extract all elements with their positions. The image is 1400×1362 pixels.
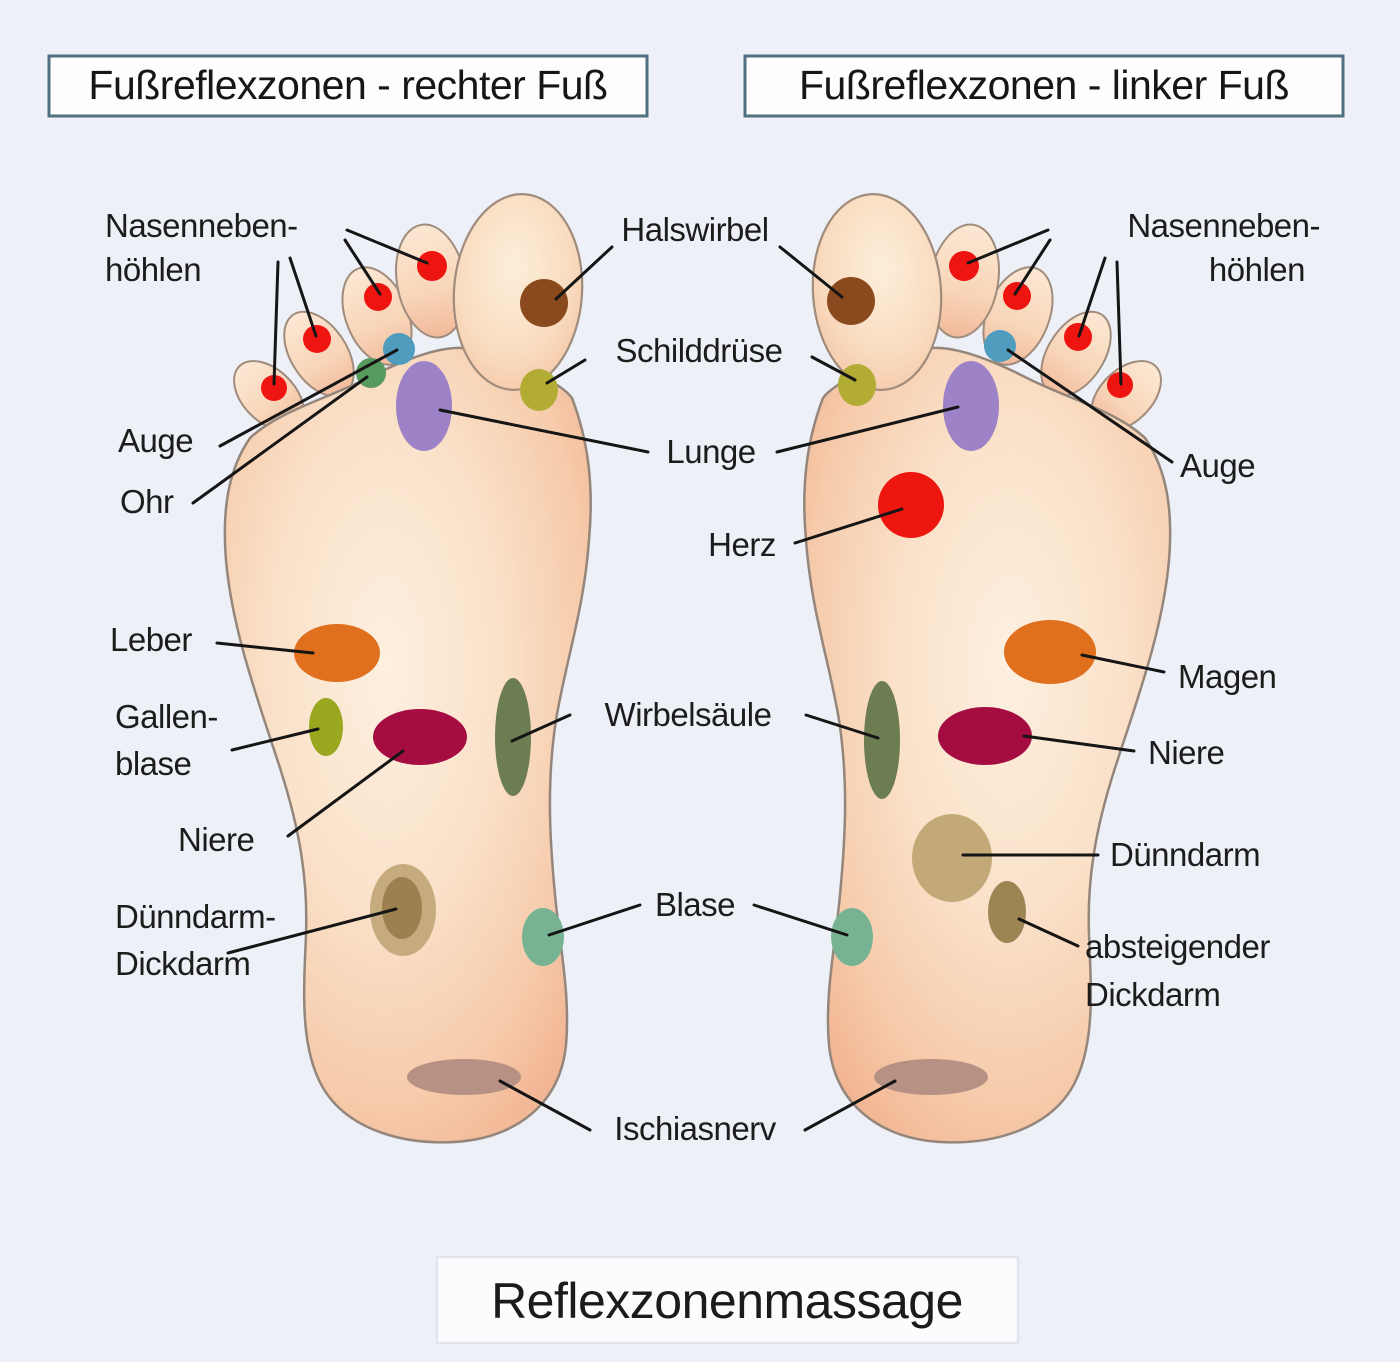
leader-lines-layer: [191, 228, 1174, 1132]
zone-leber-zone: [294, 624, 380, 682]
leader-line-blase-r: [752, 903, 849, 937]
zone-sinus-dot-1: [417, 251, 447, 281]
zone-ischias-zone-r: [407, 1059, 521, 1095]
zone-duenndarm-dickdarm-inner: [382, 877, 422, 939]
zone-sinus-dot-2: [364, 283, 392, 311]
leader-line-halswirbel-l: [554, 245, 614, 301]
leader-line-leber: [215, 641, 315, 655]
leader-line-lunge-l: [438, 408, 650, 454]
zone-schilddruese-zone-l: [838, 364, 876, 406]
leader-line-ohr: [191, 375, 369, 505]
title-right-foot: Fußreflexzonen - rechter Fuß: [88, 62, 607, 108]
leader-line-herz: [793, 507, 904, 545]
zone-niere-zone-l: [938, 707, 1032, 765]
label-gallenblase-line1: Gallen-: [115, 698, 218, 735]
label-gallenblase-line2: blase: [115, 745, 191, 782]
leader-line-sinus-l1: [345, 228, 429, 265]
leader-line-sinus-r2: [1013, 238, 1052, 296]
label-lunge: Lunge: [666, 433, 755, 470]
label-niere-right: Niere: [1148, 734, 1224, 771]
zone-auge-zone-r: [383, 333, 415, 365]
zone-herz-zone: [878, 472, 944, 538]
zone-duenndarm-zone: [912, 814, 992, 902]
leader-line-ischias-l: [498, 1079, 592, 1132]
leader-line-niere-r: [1022, 734, 1136, 753]
zone-wirbelsaeule-zone-r: [495, 678, 531, 796]
leader-line-auge-right: [1006, 348, 1174, 464]
label-niere-left: Niere: [178, 821, 254, 858]
label-ischiasnerv: Ischiasnerv: [614, 1110, 776, 1147]
zone-blase-zone-r: [522, 908, 564, 966]
leader-line-sinus-l4: [272, 260, 280, 386]
zone-blase-zone-l: [831, 908, 873, 966]
zone-wirbelsaeule-zone-l: [864, 681, 900, 799]
bottom-title: Reflexzonenmassage: [491, 1273, 963, 1329]
title-box-right-foot: Fußreflexzonen - rechter Fuß: [47, 54, 649, 118]
label-absteigender-dickdarm-line1: absteigender: [1085, 928, 1270, 965]
zone-halswirbel-zone-l: [827, 277, 875, 325]
zone-halswirbel-zone-r: [520, 279, 568, 327]
zone-schilddruese-zone-r: [520, 369, 558, 411]
leader-line-sinus-l2: [343, 238, 382, 296]
bottom-title-box: Reflexzonenmassage: [435, 1255, 1020, 1345]
leader-line-sinus-r3: [1077, 256, 1107, 338]
label-blase: Blase: [655, 886, 735, 923]
label-magen: Magen: [1178, 658, 1276, 695]
zone-labels-layer: Nasenneben-höhlenAugeOhrLeberGallen-blas…: [105, 207, 1321, 1147]
leader-line-sinus-r4: [1115, 260, 1123, 386]
label-nasennebenhoehlen-left-line1: Nasenneben-: [105, 207, 298, 244]
label-auge-right: Auge: [1180, 447, 1255, 484]
leader-line-magen: [1080, 653, 1166, 674]
leader-line-gallenblase: [230, 727, 320, 752]
label-absteigender-dickdarm-line2: Dickdarm: [1085, 976, 1220, 1013]
zone-niere-zone-r: [373, 709, 467, 765]
zone-absteigender-dickdarm-zone: [988, 881, 1026, 943]
zone-auge-zone-l: [984, 330, 1016, 362]
leader-line-lunge-r: [775, 405, 960, 454]
label-nasennebenhoehlen-right-line2: höhlen: [1209, 251, 1305, 288]
label-duenndarm-dickdarm-line2: Dickdarm: [115, 945, 250, 982]
label-nasennebenhoehlen-right-line1: Nasenneben-: [1127, 207, 1320, 244]
label-wirbelsaeule: Wirbelsäule: [605, 696, 772, 733]
leader-line-auge-left: [218, 348, 399, 448]
leader-line-sinus-l3: [288, 256, 318, 338]
leader-line-wirbelsaeule-l: [510, 713, 572, 743]
leader-line-schilddruese-r: [810, 355, 857, 382]
leader-line-wirbelsaeule-r: [804, 713, 880, 740]
zone-ischias-zone-l: [874, 1059, 988, 1095]
reflex-zones-layer: [261, 251, 1133, 1095]
label-duenndarm-right: Dünndarm: [1110, 836, 1260, 873]
zone-lunge-zone-r: [396, 361, 452, 451]
title-left-foot: Fußreflexzonen - linker Fuß: [799, 62, 1289, 108]
leader-line-ischias-r: [803, 1079, 897, 1132]
zone-gallenblase-zone: [309, 698, 343, 756]
leader-line-niere-l: [286, 749, 405, 838]
leader-line-absteigender: [1017, 917, 1080, 948]
label-ohr-left: Ohr: [120, 483, 174, 520]
label-auge-left: Auge: [118, 422, 193, 459]
label-herz: Herz: [708, 526, 776, 563]
zone-sinus-dot-5: [949, 251, 979, 281]
label-schilddruese: Schilddrüse: [616, 332, 783, 369]
zone-magen-zone: [1004, 620, 1096, 684]
leader-line-schilddruese-l: [545, 358, 587, 385]
zone-lunge-zone-l: [943, 361, 999, 451]
leader-line-halswirbel-r: [778, 245, 844, 299]
zone-sinus-dot-6: [1003, 282, 1031, 310]
label-duenndarm-dickdarm-line1: Dünndarm-: [115, 898, 276, 935]
leader-line-sinus-r1: [966, 228, 1050, 265]
leader-line-duenndarm-dickdarm: [226, 907, 398, 955]
title-box-left-foot: Fußreflexzonen - linker Fuß: [743, 54, 1345, 118]
label-leber: Leber: [110, 621, 192, 658]
label-nasennebenhoehlen-left-line2: höhlen: [105, 251, 201, 288]
leader-line-blase-l: [547, 903, 642, 937]
zone-sinus-dot-4: [261, 375, 287, 401]
label-halswirbel: Halswirbel: [621, 211, 768, 248]
zone-sinus-dot-3: [303, 325, 331, 353]
